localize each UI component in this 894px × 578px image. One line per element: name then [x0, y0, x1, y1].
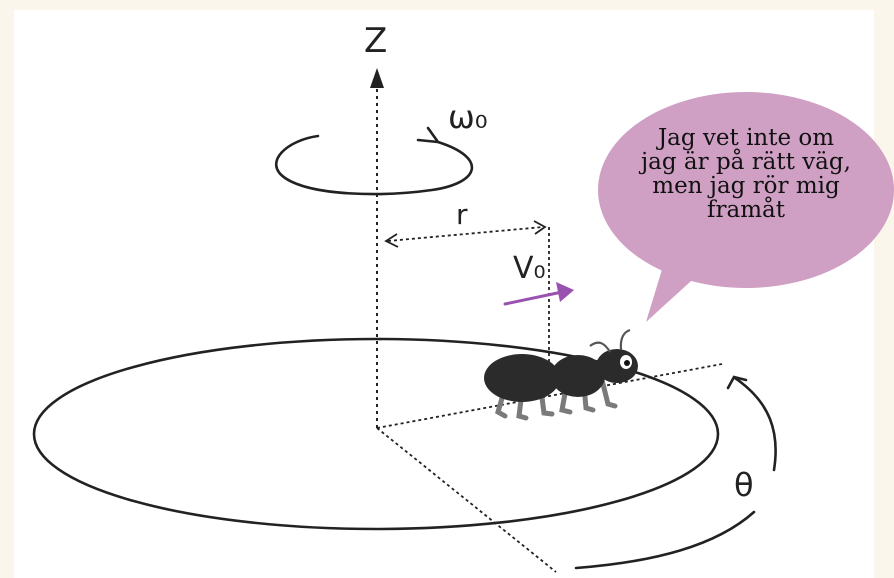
reference-axis: [376, 427, 557, 573]
z-axis-arrowhead: [370, 68, 384, 88]
ant: [484, 328, 638, 421]
theta-label: θ: [734, 466, 754, 504]
rotation-loop: [275, 134, 474, 196]
speech-line-2: jag är på rätt väg,: [641, 149, 851, 175]
z-axis-label: Z: [364, 21, 387, 61]
velocity-arrowhead: [556, 282, 574, 302]
theta-arrowhead: [726, 375, 748, 390]
rotation-arrow: [416, 126, 440, 144]
speech-line-1: Jag vet inte om: [657, 125, 835, 151]
velocity-arrow: [503, 290, 564, 306]
speech-line-4: framåt: [707, 197, 785, 223]
radius-arrowhead-right: [533, 220, 547, 235]
speech-bubble-text: Jag vet inte om jag är på rätt väg, men …: [618, 126, 874, 222]
speech-line-3: men jag rör mig: [652, 173, 840, 199]
theta-lower-arc: [574, 510, 756, 570]
theta-arc: [733, 376, 777, 472]
speech-bubble: [598, 92, 894, 288]
radius-label: r: [456, 198, 468, 231]
radius-arrowhead-left: [384, 233, 399, 248]
velocity-label: V₀: [513, 251, 546, 286]
radial-guide: [376, 363, 723, 429]
radius-line: [387, 226, 544, 242]
rotation-disk: [32, 337, 720, 531]
omega-label: ω₀: [448, 98, 488, 136]
